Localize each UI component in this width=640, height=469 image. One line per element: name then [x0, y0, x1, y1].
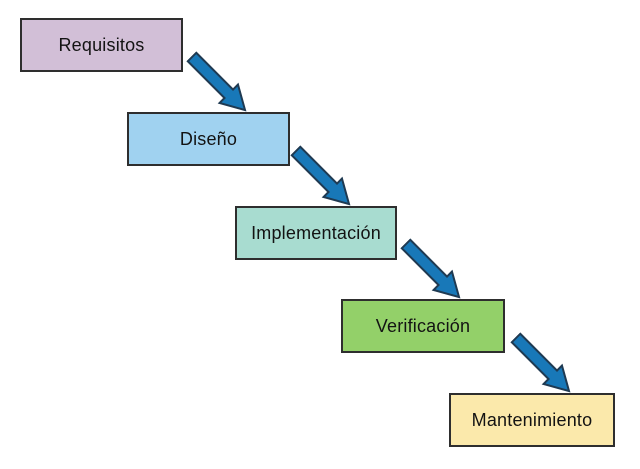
stage-label-verificacion: Verificación [375, 315, 471, 336]
stage-label-mantenimiento: Mantenimiento [471, 409, 593, 430]
stage-box-verificacion: Verificación [341, 299, 505, 353]
stage-label-implementacion: Implementación [251, 222, 381, 243]
flow-arrow-icon [290, 145, 351, 206]
stage-box-mantenimiento: Mantenimiento [449, 393, 615, 447]
flow-arrow-icon [400, 238, 461, 299]
flow-arrow-icon [510, 332, 571, 393]
flow-arrow-icon [186, 51, 247, 112]
stage-box-implementacion: Implementación [235, 206, 397, 260]
stage-label-diseno: Diseño [179, 128, 238, 149]
stage-box-requisitos: Requisitos [20, 18, 183, 72]
stage-box-diseno: Diseño [127, 112, 290, 166]
stage-label-requisitos: Requisitos [58, 34, 145, 55]
